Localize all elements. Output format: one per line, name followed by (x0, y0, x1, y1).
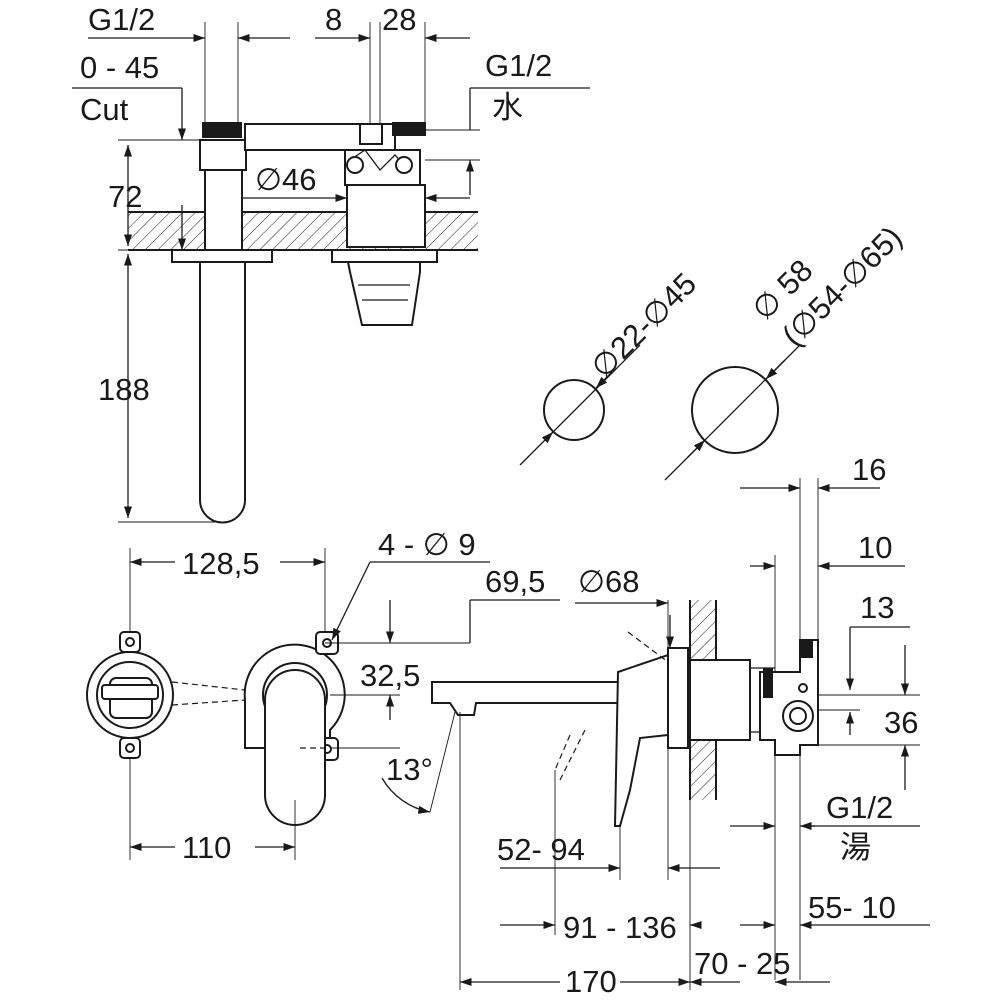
label-dim-28: 28 (382, 2, 416, 37)
label-dim-32-5: 32,5 (360, 658, 420, 693)
label-g12-bottom: G1/2 (826, 790, 893, 825)
side-rosette (667, 647, 689, 749)
label-dim-188: 188 (98, 372, 150, 407)
cutout-diameters: ∅22-∅45 ∅ 58 (∅54-∅65) (519, 219, 909, 481)
label-dim-16: 16 (852, 452, 886, 487)
top-side-view: G1/2 8 28 0 - 45 Cut G1/2 水 ∅46 72 (72, 2, 590, 524)
valve-rosette (331, 249, 438, 263)
label-dim-36: 36 (884, 705, 918, 740)
label-range-52-94: 52- 94 (497, 832, 585, 867)
label-dim-13: 13 (860, 590, 894, 625)
label-dia-46: ∅46 (255, 162, 317, 197)
label-dim-10: 10 (858, 530, 892, 565)
label-angle-13: 13° (386, 752, 433, 787)
cutout-large-circle (691, 366, 779, 454)
side-lever-body (613, 653, 669, 827)
valve-body (346, 184, 426, 248)
label-dim-72: 72 (108, 179, 142, 214)
label-holes: 4 - ∅ 9 (378, 527, 476, 562)
side-spout (431, 681, 621, 716)
label-hot-water: 湯 (840, 830, 871, 865)
label-dim-170: 170 (565, 964, 617, 999)
lever-handle (346, 261, 421, 326)
spout-body (199, 261, 246, 524)
label-cold-water: 水 (492, 90, 523, 125)
label-range-70-25: 70 - 25 (694, 946, 791, 981)
cutout-small-circle (543, 379, 605, 441)
label-dim-8: 8 (325, 2, 342, 37)
label-dim-110: 110 (182, 830, 231, 865)
front-lever (264, 669, 326, 826)
spout-inlet (204, 167, 243, 251)
label-range-55-10: 55- 10 (808, 890, 896, 925)
label-g12-right: G1/2 (485, 48, 552, 83)
label-cut-word: Cut (80, 92, 129, 127)
side-view: 16 10 13 36 G1/2 湯 69,5 (431, 452, 930, 999)
label-cut-range: 0 - 45 (80, 50, 159, 85)
label-dim-69-5: 69,5 (485, 564, 545, 599)
label-dia-68: ∅68 (578, 564, 640, 599)
spout-rosette (171, 249, 273, 263)
label-g12-top: G1/2 (88, 2, 155, 37)
label-dia-22-45: ∅22-∅45 (584, 266, 703, 385)
label-range-91-136: 91 - 136 (563, 910, 677, 945)
side-outlet-ring (782, 700, 814, 732)
label-dim-128-5: 128,5 (182, 546, 260, 581)
front-view: 128,5 4 - ∅ 9 32,5 110 13° (86, 527, 490, 865)
